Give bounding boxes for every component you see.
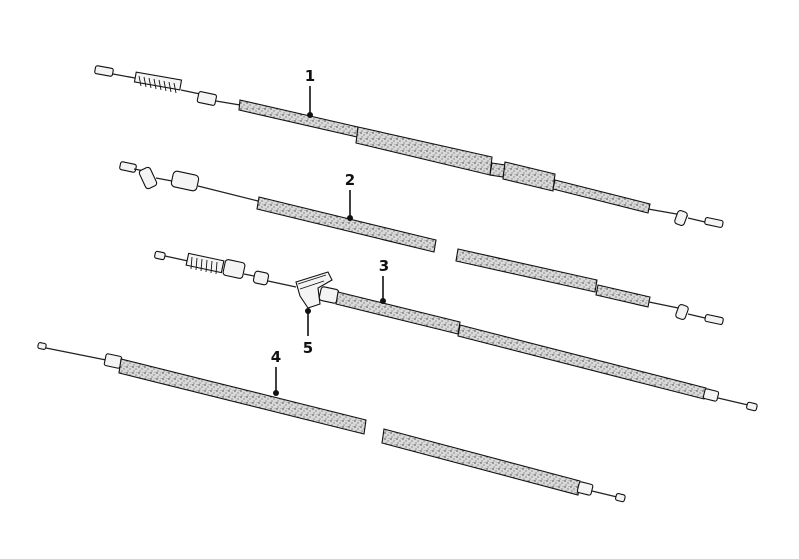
callout-1: 1 <box>305 67 315 118</box>
callout-4-label: 4 <box>271 348 281 366</box>
callout-2-label: 2 <box>345 171 355 189</box>
cable-3-bracket <box>295 271 333 309</box>
cable-2 <box>119 161 724 325</box>
cable-3 <box>154 250 758 412</box>
callout-4: 4 <box>271 348 281 396</box>
callout-3: 3 <box>379 257 389 304</box>
cable-1-spring <box>133 71 183 94</box>
cable-4 <box>37 342 626 503</box>
callout-2: 2 <box>345 171 355 221</box>
callout-5-label: 5 <box>303 339 313 357</box>
callout-1-label: 1 <box>305 67 315 85</box>
callout-3-label: 3 <box>379 257 389 275</box>
callout-5: 5 <box>303 308 313 357</box>
cable-1 <box>94 65 724 228</box>
